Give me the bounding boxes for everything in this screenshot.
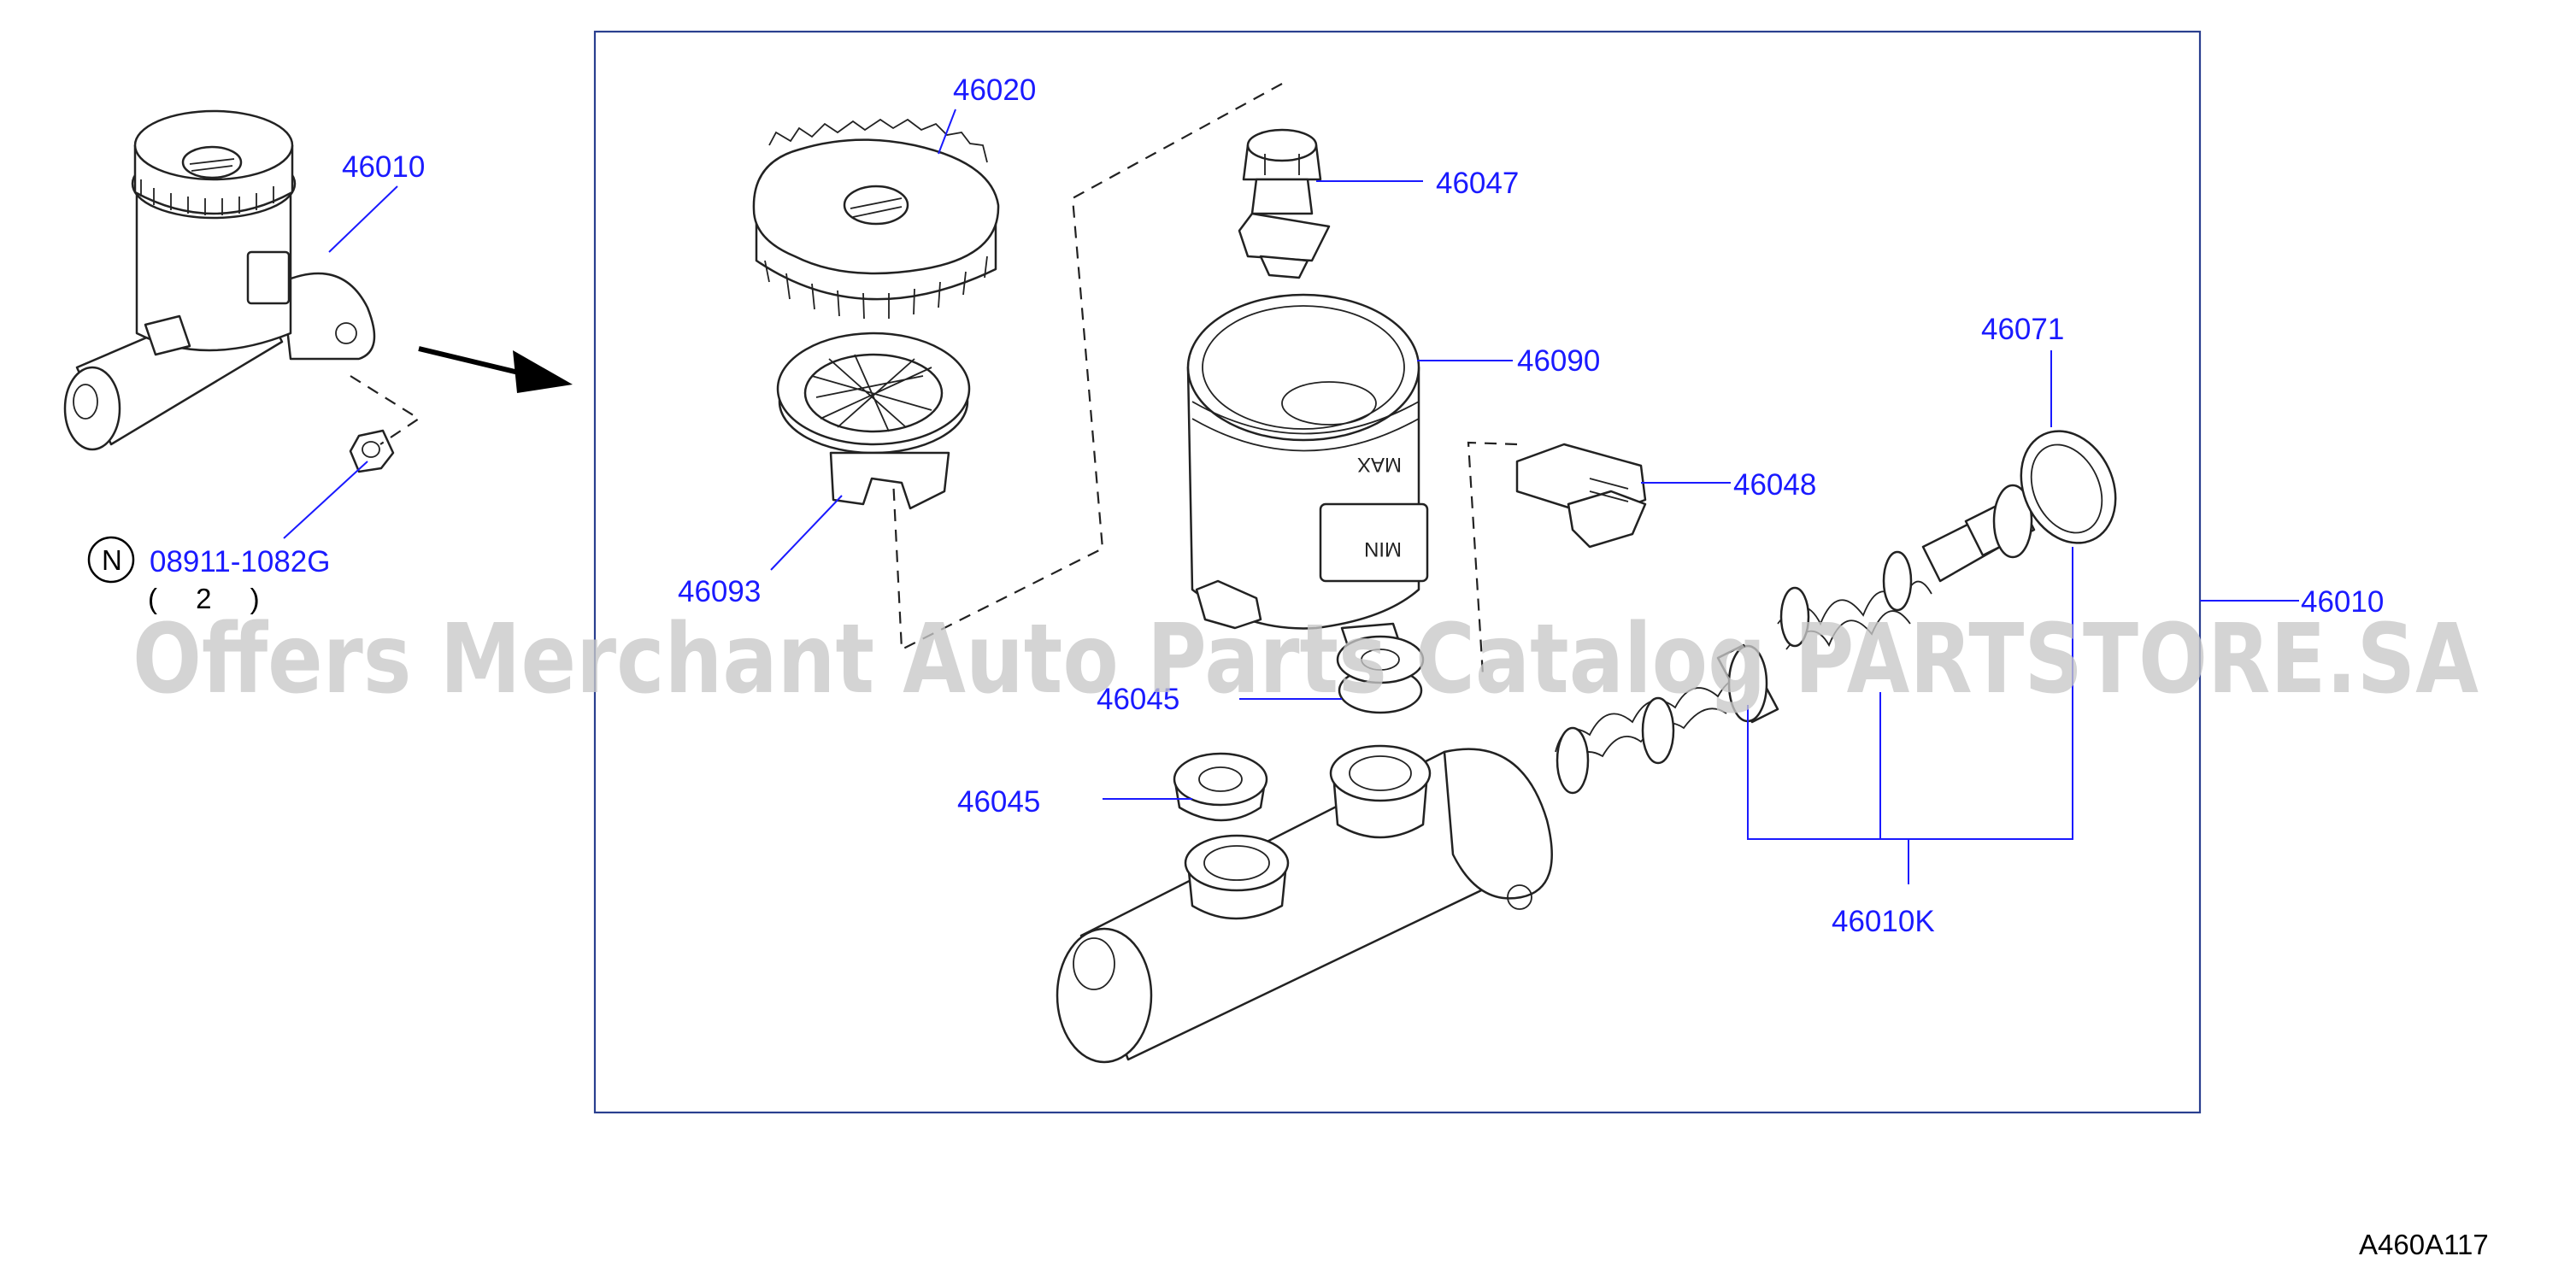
label-46047: 46047: [1436, 167, 1519, 200]
label-08911-1082g: 08911-1082G: [150, 545, 330, 578]
n-mark-circle: [87, 536, 135, 584]
label-46048: 46048: [1733, 468, 1816, 502]
label-46020: 46020: [953, 73, 1036, 107]
direction-arrow-icon: [418, 346, 573, 393]
label-46090: 46090: [1517, 344, 1600, 378]
reservoir-max-mark: MAX: [1357, 453, 1402, 476]
grommet-upper: [1336, 635, 1425, 714]
reservoir-cap: [752, 118, 1000, 320]
master-cylinder-assembly-thumbnail: [63, 109, 395, 473]
reservoir-min-mark: MIN: [1364, 537, 1402, 561]
figure-code: A460A117: [2359, 1229, 2489, 1260]
label-46071: 46071: [1981, 313, 2064, 346]
master-cylinder-body: [1056, 744, 1553, 1064]
sensor-dashed-guide: [1467, 441, 1518, 676]
grommet-lower: [1173, 752, 1268, 822]
level-sensor: [1515, 443, 1647, 549]
label-46045-upper: 46045: [1097, 683, 1179, 716]
nut-dashed-leader: [350, 375, 421, 445]
connector-fitting: [1238, 128, 1331, 279]
kit-bracket: [1747, 547, 2073, 884]
watermark-text: Offers Merchant Auto Parts Catalog PARTS…: [132, 604, 2479, 715]
label-quantity: ( 2 ): [148, 583, 275, 614]
piston-cup: [2020, 430, 2117, 544]
n-mark-letter: N: [102, 544, 122, 576]
reservoir-strainer: [776, 332, 971, 510]
cap-dashed-guide: [891, 83, 1283, 651]
label-46010-left: 46010: [342, 150, 425, 184]
label-46093: 46093: [678, 575, 761, 608]
label-46010-right: 46010: [2301, 585, 2384, 619]
label-46045-lower: 46045: [957, 785, 1040, 819]
exploded-view-frame: [593, 30, 2202, 1114]
fluid-reservoir: MAX MIN: [1186, 293, 1429, 655]
label-46010k: 46010K: [1832, 905, 1935, 938]
piston-spring-kit: [1555, 484, 2036, 795]
